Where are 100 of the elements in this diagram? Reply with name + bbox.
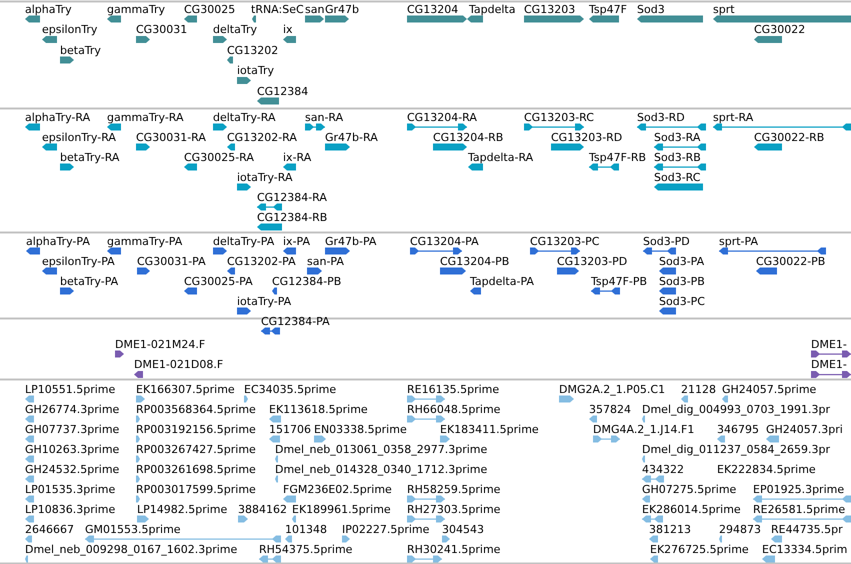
feature-label: alphaTry bbox=[25, 2, 72, 16]
feature-label: CG13204-PB bbox=[440, 254, 510, 268]
feature-label: CG30031-PA bbox=[137, 254, 206, 268]
feature-label: sprt-PA bbox=[719, 234, 758, 248]
feature-label: epsilonTry bbox=[42, 23, 98, 36]
feature-label: EK222834.5prime bbox=[717, 462, 816, 476]
feature-label: GH07275.5prime bbox=[642, 482, 736, 496]
feature-label: GH24532.5prime bbox=[25, 462, 120, 476]
feature-label: Dmel_dig_004993_0703_1991.3pr bbox=[642, 402, 830, 416]
feature-label: Sod3-PB bbox=[659, 274, 705, 288]
feature-label: Dmel_neb_009298_0167_1602.3prime bbox=[25, 542, 238, 556]
feature-label: ix-PA bbox=[283, 234, 310, 248]
feature-label: 381213 bbox=[649, 522, 691, 536]
feature-label: CG13202-RA bbox=[227, 130, 297, 144]
feature-label: 294873 bbox=[719, 522, 761, 536]
feature-label: CG13203 bbox=[524, 2, 576, 16]
feature-label: ix bbox=[283, 23, 293, 36]
feature-label: epsilonTry-RA bbox=[42, 130, 116, 144]
feature-label: EK183411.5prime bbox=[440, 422, 539, 436]
feature-label: GH24057.5prime bbox=[722, 382, 816, 396]
feature-label: 21128 bbox=[681, 382, 716, 396]
feature-label: RP003192156.5prime bbox=[136, 422, 256, 436]
feature-label: epsilonTry-PA bbox=[42, 254, 115, 268]
feature-label: IP02227.5prime bbox=[342, 522, 430, 536]
feature-label: Tapdelta-RA bbox=[468, 150, 534, 164]
feature-label: Sod3-RA bbox=[654, 130, 700, 144]
feature-label: RE44735.5pr bbox=[771, 522, 843, 536]
feature-label: CG12384-PA bbox=[261, 314, 330, 328]
feature-label: GH07737.3prime bbox=[25, 422, 120, 436]
feature-label: deltaTry-RA bbox=[213, 110, 276, 124]
feature-label: RE16135.5prime bbox=[407, 382, 500, 396]
feature-label: Tsp47F-RB bbox=[589, 150, 646, 164]
feature-label: EC13334.5prim bbox=[762, 542, 848, 556]
feature-label: GH24057.3pri bbox=[766, 422, 843, 436]
feature-label: DME1-021D08.F bbox=[134, 358, 224, 371]
feature-label: Sod3-RD bbox=[637, 110, 685, 124]
feature-label: EC34035.5prime bbox=[244, 382, 336, 396]
feature-label: CG30025 bbox=[184, 2, 236, 16]
feature-label: alphaTry-PA bbox=[26, 234, 90, 248]
feature-label: sprt-RA bbox=[713, 110, 754, 124]
feature-label: CG13204-RA bbox=[407, 110, 477, 124]
feature-label: EP01925.3prime bbox=[753, 482, 844, 496]
feature-label: CG30022-RB bbox=[754, 130, 824, 144]
feature-label: EK189961.5prime bbox=[292, 502, 391, 516]
feature-label: Gr47b bbox=[325, 2, 360, 16]
feature-label: sprt bbox=[713, 2, 735, 16]
feature-label: CG30031-RA bbox=[136, 130, 206, 144]
feature-label: gammaTry bbox=[107, 2, 166, 16]
feature-label: LP14982.5prime bbox=[137, 502, 228, 516]
feature-label: 2646667 bbox=[25, 522, 74, 536]
feature-label: betaTry bbox=[60, 44, 101, 56]
feature-label: 357824 bbox=[589, 402, 631, 416]
feature-label: CG30025-PA bbox=[184, 274, 253, 288]
feature-label: CG13204-PA bbox=[410, 234, 479, 248]
feature-label: CG30031 bbox=[136, 23, 188, 36]
feature-label: 434322 bbox=[642, 462, 684, 476]
feature-label: DME1- bbox=[811, 338, 847, 350]
feature-label: CG13202 bbox=[227, 44, 278, 56]
feature-label: DMG4A.2_1.J14.F1 bbox=[593, 422, 694, 436]
feature-label: FGM236E02.5prime bbox=[283, 482, 392, 496]
feature-label: RH66048.5prime bbox=[407, 402, 500, 416]
feature-label: CG13204 bbox=[407, 2, 458, 16]
feature-label: RH30241.5prime bbox=[407, 542, 500, 556]
feature-label: CG13203-RD bbox=[551, 130, 622, 144]
feature-label: RP003568364.5prime bbox=[136, 402, 256, 416]
feature-label: Dmel_neb_013061_0358_2977.3prime bbox=[275, 442, 488, 456]
feature-label: CG12384-RB bbox=[257, 210, 328, 224]
feature-label: CG13203-RC bbox=[524, 110, 594, 124]
feature-label: 101348 bbox=[285, 522, 327, 536]
feature-label: iotaTry-RA bbox=[237, 170, 292, 184]
feature-label: EN03338.5prime bbox=[314, 422, 407, 436]
feature-label: san-PA bbox=[307, 254, 344, 268]
feature-label: LP10836.3prime bbox=[25, 502, 116, 516]
feature-label: CG30025-RA bbox=[184, 150, 254, 164]
feature-label: Sod3-PA bbox=[659, 254, 704, 268]
feature-label: deltaTry bbox=[213, 23, 257, 36]
feature-label: Dmel_neb_014328_0340_1712.3prime bbox=[275, 462, 488, 476]
feature-label: EK276725.5prime bbox=[650, 542, 749, 556]
feature-label: iotaTry-PA bbox=[237, 294, 292, 308]
feature-label: CG13204-RB bbox=[433, 130, 504, 144]
feature-label: LP01535.3prime bbox=[25, 482, 116, 496]
feature-label: CG13203-PD bbox=[557, 254, 628, 268]
feature-label: GH26774.3prime bbox=[25, 402, 120, 416]
feature-label: CG12384-RA bbox=[257, 190, 327, 204]
feature-label: GH10263.3prime bbox=[25, 442, 120, 456]
feature-label: 346795 bbox=[717, 422, 759, 436]
feature-label: GM01553.5prime bbox=[85, 522, 181, 536]
feature-label: DME1-021M24.F bbox=[115, 338, 206, 350]
feature-label: 151706 bbox=[269, 422, 311, 436]
feature-label: san bbox=[305, 2, 324, 16]
feature-label: CG30022-PB bbox=[756, 254, 826, 268]
feature-label: Gr47b-PA bbox=[325, 234, 376, 248]
feature-label: deltaTry-PA bbox=[213, 234, 274, 248]
feature-label: Tapdelta-PA bbox=[470, 274, 534, 288]
feature-label: alphaTry-RA bbox=[25, 110, 90, 124]
feature-label: DMG2A.2_1.P05.C1 bbox=[559, 382, 666, 396]
feature-label: tRNA:SeC bbox=[251, 2, 304, 16]
feature-label: EK166307.5prime bbox=[136, 382, 235, 396]
feature-label: gammaTry-RA bbox=[107, 110, 184, 124]
feature-label: CG13202-PA bbox=[227, 254, 296, 268]
